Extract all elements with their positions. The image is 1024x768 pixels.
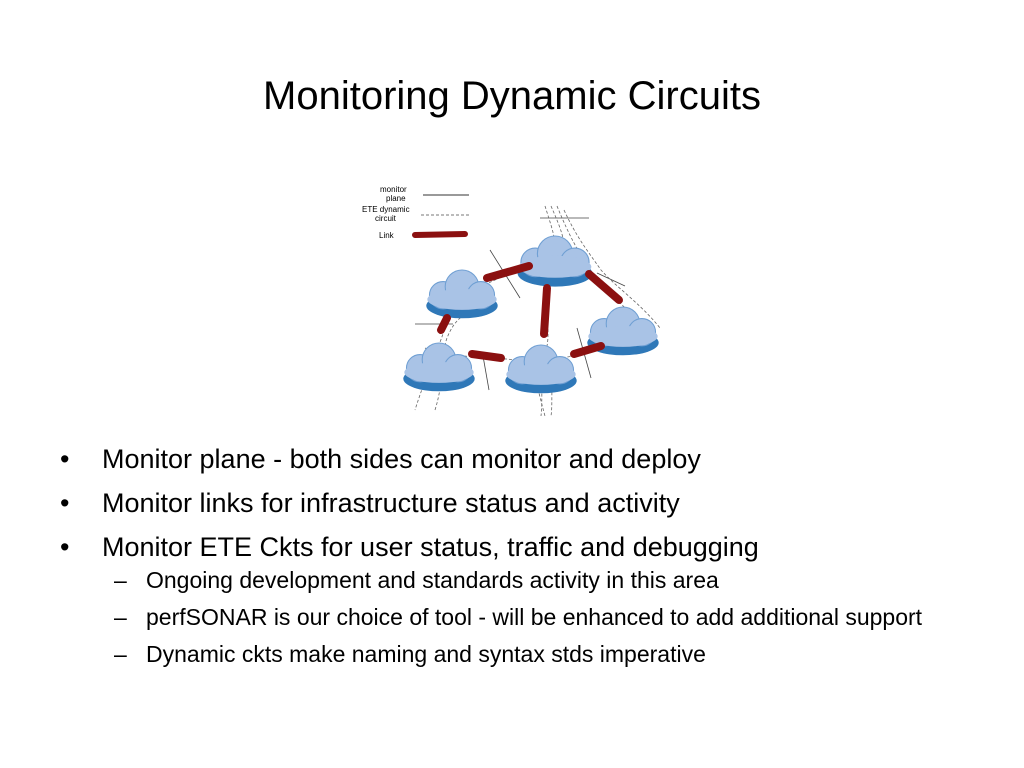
- bullet-text: Monitor links for infrastructure status …: [102, 488, 680, 518]
- sub-bullet-text: perfSONAR is our choice of tool - will b…: [146, 604, 923, 630]
- network-diagram: monitor plane ETE dynamic circuit Link: [362, 185, 661, 417]
- legend-circuit: circuit: [375, 214, 397, 223]
- sub-bullet-text: Ongoing development and standards activi…: [146, 567, 719, 593]
- sub-bullet-marker: –: [114, 604, 127, 630]
- sub-bullet-item: –perfSONAR is our choice of tool - will …: [60, 603, 980, 632]
- slide-title: Monitoring Dynamic Circuits: [263, 74, 761, 118]
- bullet-item: • Monitor links for infrastructure status…: [60, 486, 980, 520]
- bullet-item: • Monitor plane - both sides can monitor …: [60, 442, 980, 476]
- bullet-list: • Monitor plane - both sides can monitor …: [60, 442, 980, 677]
- bullet-text: Monitor ETE Ckts for user status, traffi…: [102, 532, 759, 562]
- legend-link: Link: [379, 231, 395, 240]
- sub-bullet-item: –Dynamic ckts make naming and syntax std…: [60, 640, 980, 669]
- sub-bullet-item: –Ongoing development and standards activ…: [60, 566, 980, 595]
- legend-ete: ETE dynamic: [362, 205, 410, 214]
- bullet-marker: •: [60, 532, 70, 562]
- network-links: [437, 262, 623, 362]
- bullet-item: • Monitor ETE Ckts for user status, traff…: [60, 530, 980, 564]
- sub-bullet-text: Dynamic ckts make naming and syntax stds…: [146, 641, 706, 667]
- cloud-node: [402, 342, 476, 392]
- cloud-node: [517, 235, 593, 288]
- bullet-marker: •: [60, 444, 70, 474]
- legend-plane: plane: [386, 194, 406, 203]
- legend-link-line: [412, 231, 468, 238]
- legend-monitor: monitor: [380, 185, 407, 194]
- sub-bullet-marker: –: [114, 567, 127, 593]
- bullet-text: Monitor plane - both sides can monitor a…: [102, 444, 701, 474]
- sub-bullet-marker: –: [114, 641, 127, 667]
- cloud-node: [504, 344, 578, 394]
- bullet-marker: •: [60, 488, 70, 518]
